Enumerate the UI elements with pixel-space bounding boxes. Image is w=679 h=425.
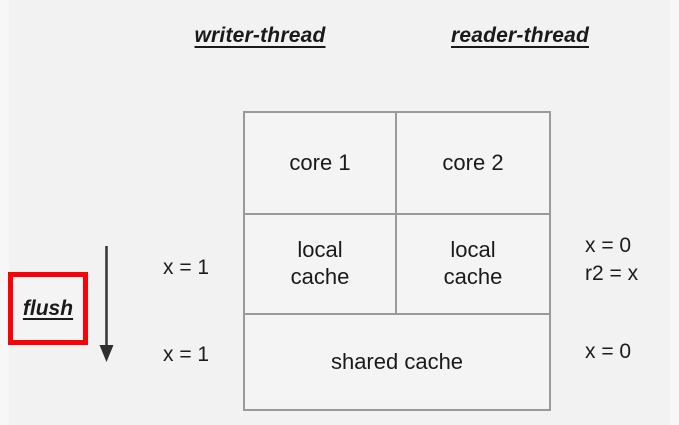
writer-local-cache-value: x = 1: [163, 256, 210, 279]
shared-cache-row: shared cache: [245, 315, 549, 409]
shared-cache-cell: shared cache: [330, 348, 464, 374]
cores-row: core 1 core 2: [245, 113, 549, 213]
local-cache-core-1-cell: local cache: [245, 215, 397, 313]
reader-local-cache-value: x = 0 r2 = x: [585, 234, 639, 286]
reader-thread-heading: reader-thread: [451, 24, 589, 47]
flush-highlight-box[interactable]: flush: [8, 272, 88, 345]
right-edge-strip: [670, 0, 679, 425]
reader-shared-cache-value: x = 0: [585, 340, 632, 363]
local-cache-core-2-cell: local cache: [443, 237, 503, 289]
core-1-cell: core 1: [245, 113, 397, 213]
core-2-cell: core 2: [442, 149, 504, 175]
writer-thread-heading: writer-thread: [194, 24, 326, 47]
cache-hierarchy-table: core 1 core 2 local cache local cache sh…: [243, 111, 551, 411]
down-arrow-icon: [99, 246, 114, 362]
writer-shared-cache-value: x = 1: [163, 343, 210, 366]
left-edge-strip: [0, 0, 9, 425]
local-caches-row: local cache local cache: [245, 213, 549, 315]
flush-label: flush: [22, 296, 74, 320]
